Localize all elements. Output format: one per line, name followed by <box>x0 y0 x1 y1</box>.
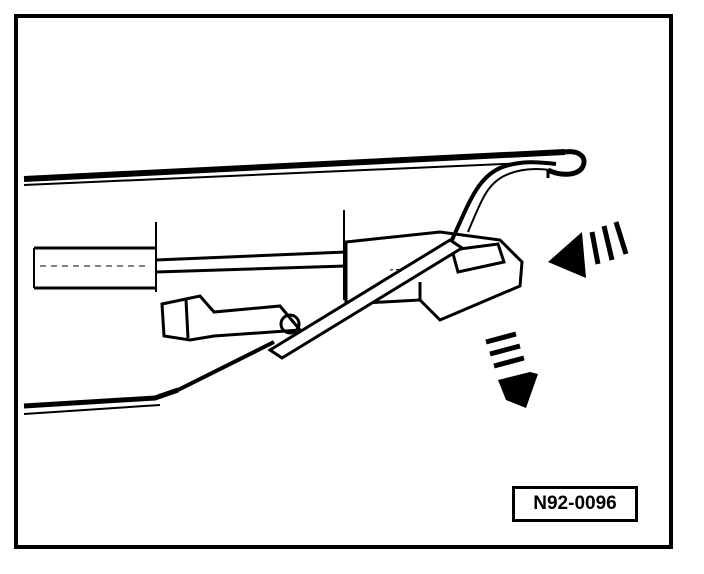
pull-down-arrow-icon <box>485 331 538 408</box>
figure-frame <box>14 14 673 549</box>
guide-rod <box>33 210 347 300</box>
upper-rail <box>23 149 587 186</box>
clamp-housing <box>344 230 524 322</box>
cable-connector <box>160 294 304 342</box>
release-cable <box>177 340 275 392</box>
lower-rail <box>23 387 179 415</box>
push-arrow-icon <box>548 221 629 278</box>
figure-reference-code: N92-0096 <box>512 486 638 522</box>
release-lever <box>267 160 557 360</box>
